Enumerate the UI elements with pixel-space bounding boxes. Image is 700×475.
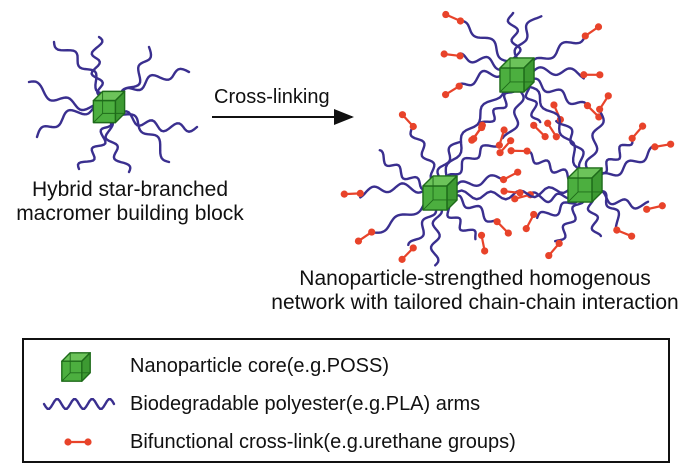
- crosslink-icon: [64, 438, 92, 446]
- crosslink: [354, 228, 376, 245]
- crosslink: [500, 187, 524, 197]
- network-caption-line-1: Nanoparticle-strengthed homogenous: [299, 267, 651, 290]
- crosslink: [477, 231, 489, 255]
- star-caption-line-1: Hybrid star-branched: [31, 178, 229, 201]
- legend-box: Nanoparticle core(e.g.POSS) Biodegradabl…: [22, 338, 670, 463]
- star-macromer-caption: Hybrid star-branched macromer building b…: [0, 178, 260, 225]
- crosslink: [596, 92, 612, 113]
- crosslink: [580, 71, 604, 79]
- nanoparticle-core-icon: [422, 175, 458, 211]
- crosslink: [470, 121, 486, 143]
- crosslink: [522, 210, 538, 233]
- crosslink: [545, 239, 563, 260]
- crosslink: [530, 121, 549, 141]
- legend-crosslink-shape: [64, 438, 92, 446]
- crosslink: [643, 202, 666, 213]
- legend-cube-shape: [61, 352, 91, 382]
- network-caption: Nanoparticle-strengthed homogenous netwo…: [250, 267, 700, 314]
- crosslink: [496, 137, 515, 157]
- star-macromer: [27, 35, 199, 174]
- legend-label-nanoparticle: Nanoparticle core(e.g.POSS): [130, 355, 390, 377]
- crosslink: [499, 168, 522, 184]
- crosslinked-network: [340, 10, 675, 267]
- crosslink: [441, 82, 463, 99]
- polyester-arm: [438, 73, 519, 195]
- crosslink: [442, 10, 465, 25]
- nanoparticle-core-icon: [567, 167, 603, 203]
- polyester-arm: [515, 73, 588, 187]
- star-caption-line-2: macromer building block: [16, 201, 244, 225]
- crosslink: [651, 140, 675, 151]
- crosslink: [398, 244, 417, 263]
- crosslink: [581, 23, 603, 40]
- crosslink: [583, 102, 603, 121]
- nanoparticle-core-icon: [92, 90, 126, 124]
- crosslink: [493, 218, 512, 237]
- legend-label-polyester-arm: Biodegradable polyester(e.g.PLA) arms: [130, 393, 481, 415]
- crosslink: [340, 189, 364, 198]
- legend-item-crosslink: Bifunctional cross-link(e.g.urethane gro…: [24, 424, 668, 460]
- legend-item-nanoparticle: Nanoparticle core(e.g.POSS): [24, 348, 668, 384]
- legend-chain-shape: [42, 398, 116, 410]
- legend-label-crosslink: Bifunctional cross-link(e.g.urethane gro…: [130, 431, 516, 453]
- crosslink: [440, 50, 464, 60]
- cube-icon: [61, 352, 91, 382]
- network-caption-line-2: network with tailored chain-chain intera…: [271, 290, 679, 314]
- crosslink: [507, 147, 531, 155]
- arrow-label: Cross-linking: [214, 86, 330, 108]
- crosslink: [398, 111, 417, 131]
- crosslink: [613, 226, 636, 240]
- crosslink: [628, 122, 647, 142]
- crosslink: [544, 119, 560, 141]
- legend-item-polyester-arm: Biodegradable polyester(e.g.PLA) arms: [24, 386, 668, 422]
- wavy-chain-icon: [42, 398, 116, 410]
- polyester-arm: [438, 181, 587, 201]
- nanoparticle-core-icon: [499, 57, 535, 93]
- crosslink: [495, 126, 508, 149]
